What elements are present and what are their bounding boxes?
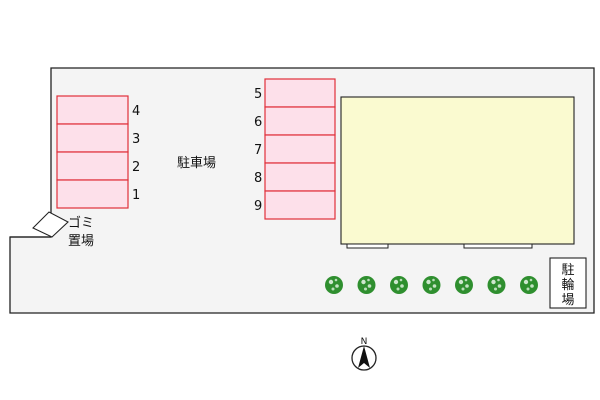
- parking-label: 駐車場: [177, 156, 216, 171]
- parking-space-8: [264, 162, 336, 192]
- parking-space-number: 6: [254, 115, 262, 130]
- garbage-area: ゴミ 置場: [32, 211, 94, 249]
- bike-label-char-3: 場: [561, 293, 574, 308]
- parking-space-number: 8: [254, 171, 262, 186]
- left-parking-spaces: 4 3 2 1: [56, 95, 140, 209]
- bike-label-char-1: 駐: [561, 263, 574, 278]
- parking-space-number: 7: [254, 143, 262, 158]
- parking-space-3: [56, 123, 129, 153]
- parking-space-number: 9: [254, 199, 262, 214]
- garbage-box-icon: [32, 211, 69, 238]
- bicycle-parking-box: [549, 257, 587, 309]
- parking-space-7: [264, 134, 336, 164]
- garbage-label-line1: ゴミ: [68, 215, 94, 231]
- compass-label: N: [361, 337, 368, 347]
- bicycle-parking: 駐 輪 場: [549, 257, 587, 309]
- building-step-right: [463, 243, 533, 249]
- tree-icon: [455, 276, 473, 294]
- tree-icon: [357, 276, 376, 294]
- building-step-left: [346, 243, 389, 249]
- parking-space-number: 5: [254, 87, 262, 102]
- parking-space-5: [264, 78, 336, 108]
- parking-space-1: [56, 179, 129, 209]
- parking-space-6: [264, 106, 336, 136]
- tree-row: [325, 276, 538, 294]
- parking-space-number: 2: [132, 160, 140, 175]
- parking-space-4: [56, 95, 129, 125]
- compass-arrow-icon: [358, 346, 370, 368]
- tree-icon: [520, 276, 538, 294]
- garbage-label-line2: 置場: [68, 234, 94, 249]
- parking-space-number: 4: [132, 104, 140, 119]
- parking-space-number: 1: [132, 188, 140, 203]
- bike-label-char-2: 輪: [561, 277, 574, 293]
- parking-space-9: [264, 190, 336, 220]
- tree-icon: [325, 276, 343, 294]
- building-block: [340, 96, 575, 245]
- building: [340, 96, 575, 249]
- parking-space-2: [56, 151, 129, 181]
- tree-icon: [390, 276, 408, 294]
- tree-icon: [422, 276, 441, 294]
- tree-icon: [487, 276, 506, 294]
- right-parking-spaces: 5 6 7 8 9: [254, 78, 336, 220]
- parking-space-number: 3: [132, 132, 140, 147]
- compass: N: [351, 337, 377, 371]
